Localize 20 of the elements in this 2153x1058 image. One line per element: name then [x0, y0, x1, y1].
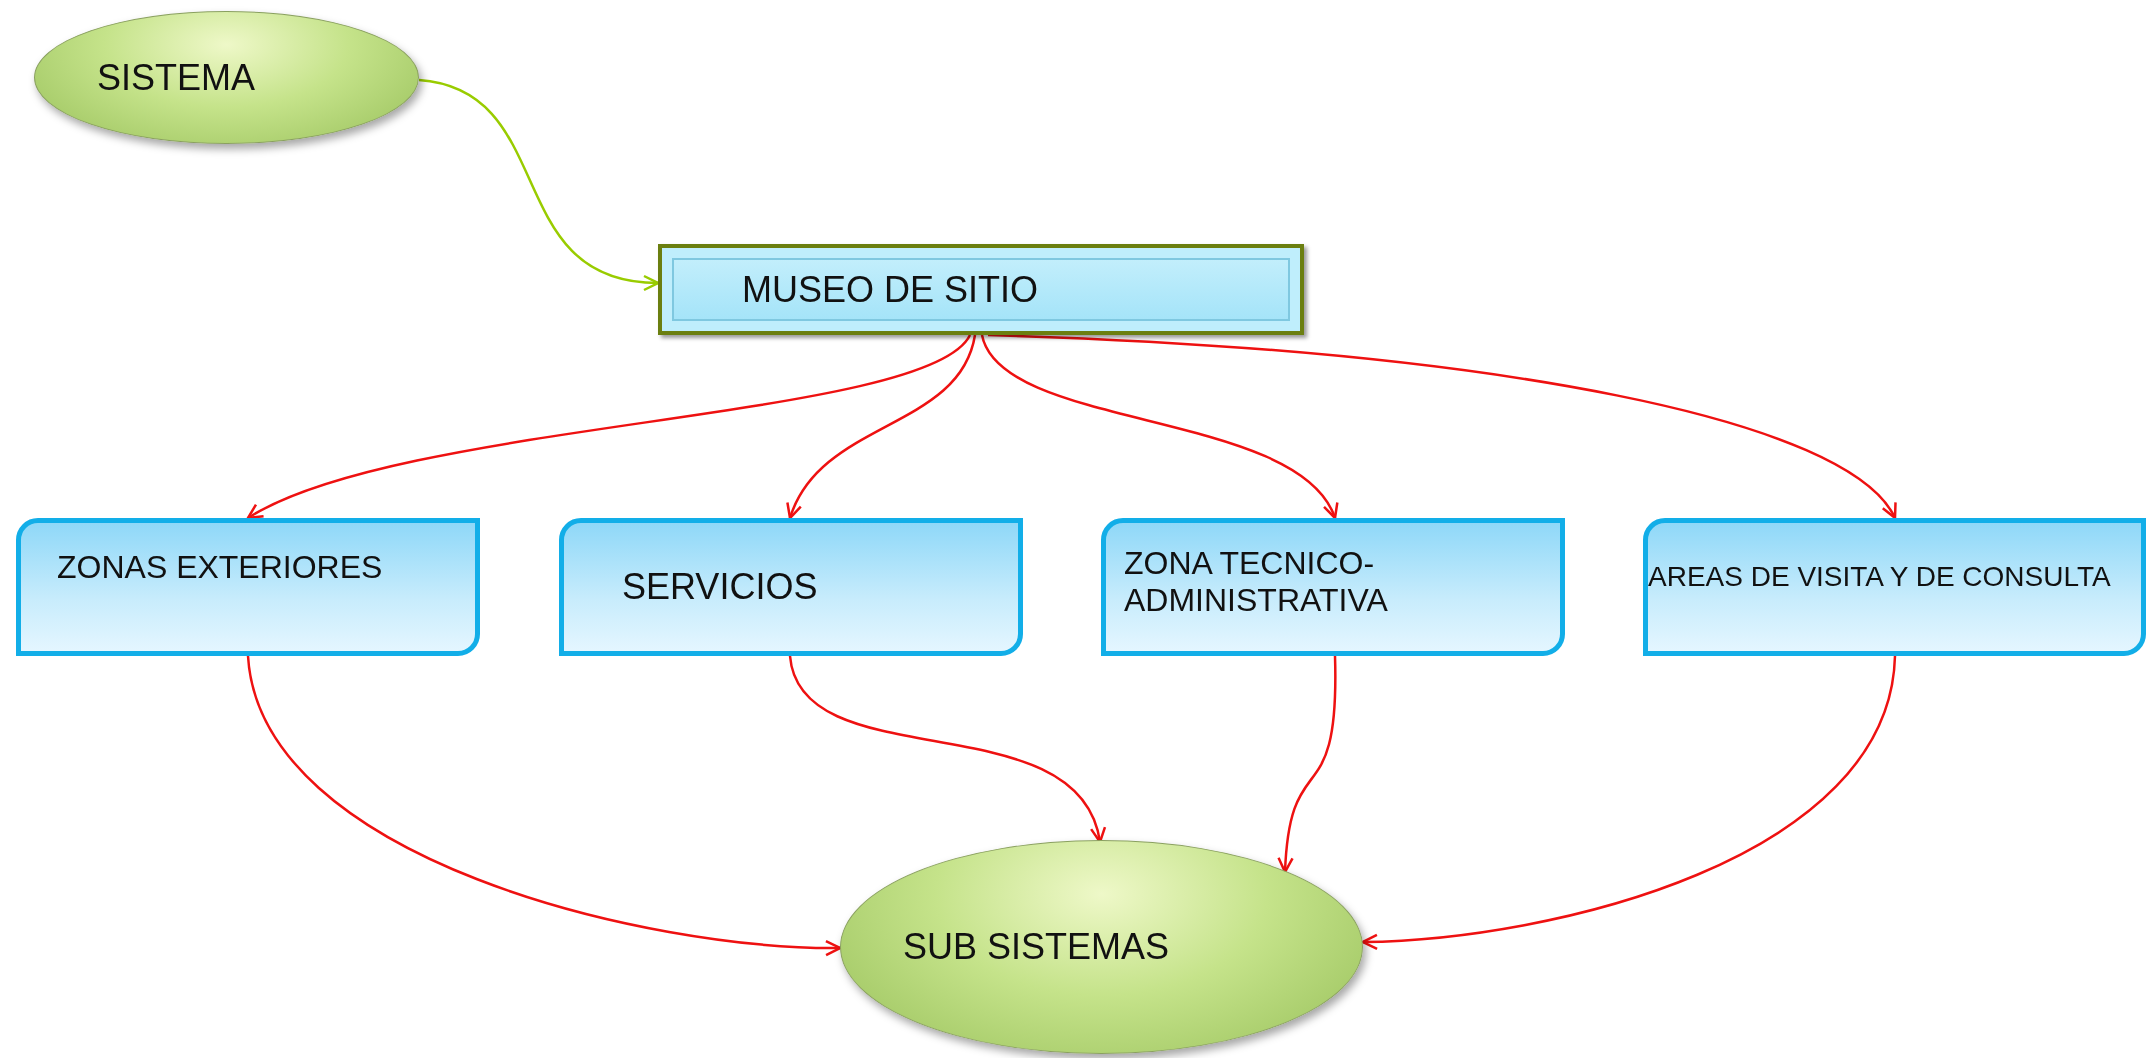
node-label: ZONAS EXTERIORES [57, 548, 383, 586]
node-label: SUB SISTEMAS [903, 926, 1170, 968]
process-box [559, 518, 1023, 656]
arrow [418, 78, 660, 290]
arrow [246, 655, 842, 956]
node-label: SISTEMA [97, 56, 256, 99]
arrow [1361, 655, 1897, 950]
arrow [987, 333, 1897, 520]
node-label: ZONA TECNICO-ADMINISTRATIVA [1124, 545, 1389, 619]
arrow [787, 334, 977, 520]
process-box [16, 518, 480, 656]
arrow [1277, 656, 1337, 874]
node-label: MUSEO DE SITIO [742, 268, 1039, 311]
arrow [246, 334, 971, 520]
title-box [658, 244, 1304, 335]
node-label: SERVICIOS [622, 566, 818, 608]
node-label: AREAS DE VISITA Y DE CONSULTA [1648, 560, 2111, 594]
arrow [980, 334, 1337, 520]
process-box [1643, 518, 2146, 656]
process-box [1101, 518, 1565, 656]
